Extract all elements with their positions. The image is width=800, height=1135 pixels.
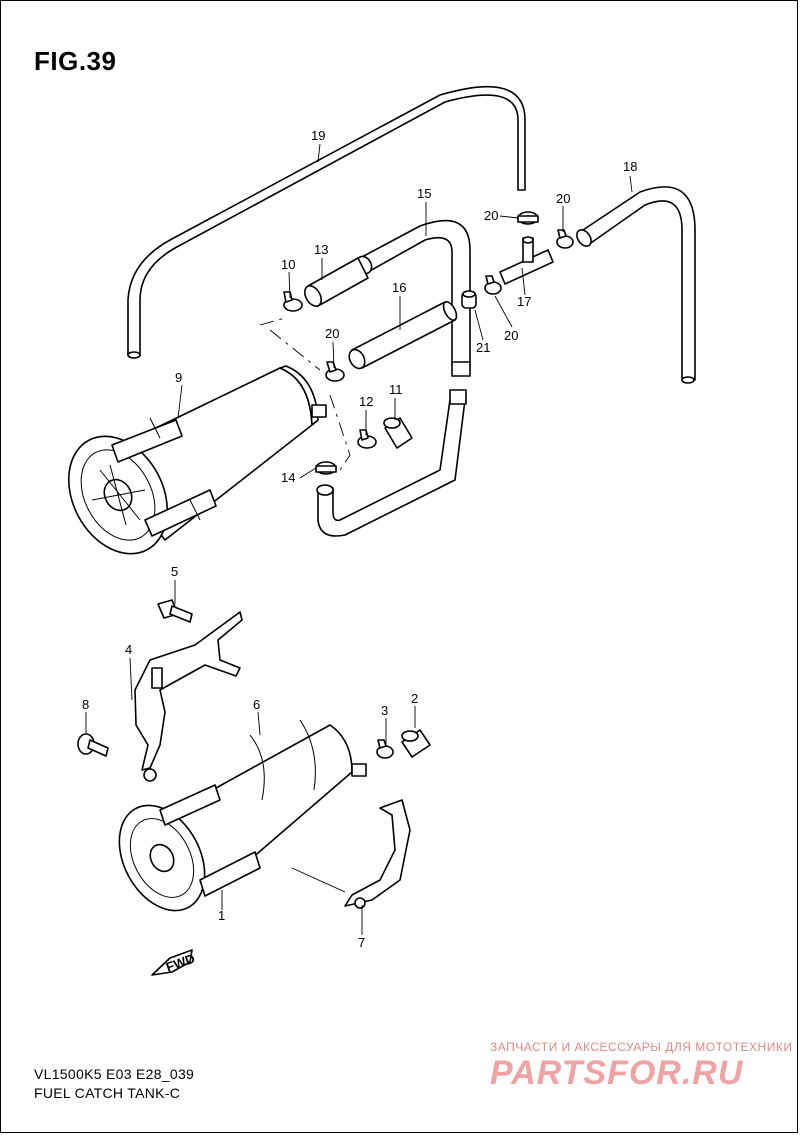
clamp-20-left[interactable] xyxy=(325,361,345,382)
callout-20-left: 20 xyxy=(325,326,339,341)
callout-4: 4 xyxy=(125,642,132,657)
callout-5: 5 xyxy=(171,564,178,579)
callout-15: 15 xyxy=(417,186,431,201)
diagram-code: VL1500K5 E03 E28_039 xyxy=(34,1066,195,1082)
callout-labels: 19 18 15 20 20 13 10 16 17 20 21 20 9 11… xyxy=(82,128,637,950)
connection-line xyxy=(259,317,321,371)
sleeve-11[interactable] xyxy=(383,417,413,449)
callout-21: 21 xyxy=(476,340,490,355)
callout-18: 18 xyxy=(623,159,637,174)
clamp-20-right[interactable] xyxy=(556,229,574,249)
watermark-tagline: ЗАПЧАСТИ И АКСЕССУАРЫ ДЛЯ МОТОТЕХНИКИ xyxy=(490,1040,793,1054)
callout-6: 6 xyxy=(253,697,260,712)
hose-19[interactable] xyxy=(127,85,526,359)
clamp-10[interactable] xyxy=(283,291,303,312)
joint-21[interactable] xyxy=(461,290,477,309)
clamp-20-mid[interactable] xyxy=(484,275,502,295)
hose-13[interactable] xyxy=(301,257,369,309)
callout-16: 16 xyxy=(392,280,406,295)
figure-title: FIG.39 xyxy=(34,46,117,76)
callout-7: 7 xyxy=(358,935,365,950)
callout-9: 9 xyxy=(175,370,182,385)
callout-13: 13 xyxy=(314,242,328,257)
connection-line xyxy=(291,867,346,893)
callout-3: 3 xyxy=(381,703,388,718)
callout-20-mid: 20 xyxy=(504,328,518,343)
clamp-12[interactable] xyxy=(357,429,377,449)
callout-11: 11 xyxy=(389,382,403,397)
fwd-label: FWD xyxy=(164,951,197,975)
hose-18[interactable] xyxy=(574,186,696,384)
callout-10: 10 xyxy=(281,257,295,272)
callout-12: 12 xyxy=(359,394,373,409)
fwd-arrow-icon: FWD xyxy=(151,949,197,976)
sleeve-2[interactable] xyxy=(401,729,431,758)
connection-line xyxy=(329,394,351,471)
callout-17: 17 xyxy=(517,294,531,309)
bracket-7[interactable] xyxy=(344,799,411,909)
clamp-20-top[interactable] xyxy=(517,211,539,225)
fuel-catch-tank-6[interactable] xyxy=(102,719,367,925)
callout-8: 8 xyxy=(82,697,89,712)
callout-19: 19 xyxy=(311,128,325,143)
callout-20-right: 20 xyxy=(556,191,570,206)
watermark-logo[interactable]: PARTSFOR.RU xyxy=(490,1054,744,1092)
fuel-catch-tank-9[interactable] xyxy=(49,365,327,571)
callout-14: 14 xyxy=(281,470,295,485)
t-joint-17[interactable] xyxy=(499,236,554,285)
diagram-name: FUEL CATCH TANK-C xyxy=(34,1085,181,1101)
callout-1: 1 xyxy=(218,908,225,923)
tube-16[interactable] xyxy=(346,300,459,371)
callout-2: 2 xyxy=(411,691,418,706)
bolt-5[interactable] xyxy=(157,599,193,623)
callout-leaders xyxy=(85,143,633,935)
bolt-8[interactable] xyxy=(77,733,109,757)
clamp-3[interactable] xyxy=(376,739,394,759)
clamp-14[interactable] xyxy=(315,461,337,475)
hose-lower-bent[interactable] xyxy=(316,389,467,537)
callout-20-top: 20 xyxy=(484,208,498,223)
bracket-4[interactable] xyxy=(134,611,243,782)
